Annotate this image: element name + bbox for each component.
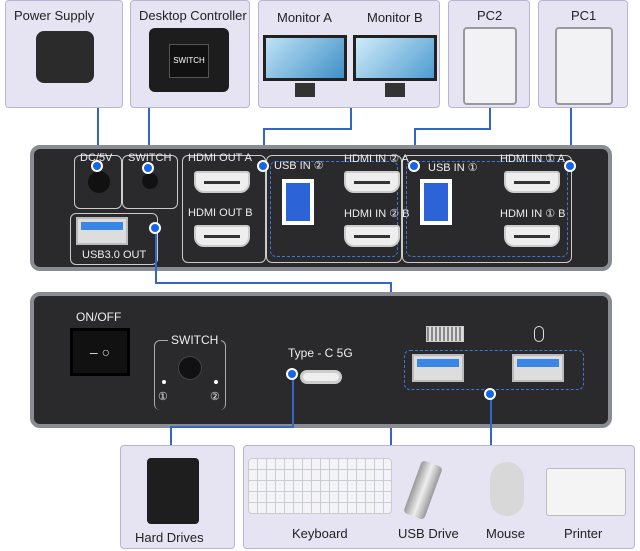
pc2-icon [463,27,517,105]
monitor-b-stand [385,83,405,97]
desktop-controller-card: Desktop Controller SWITCH [130,0,250,108]
typec-port [300,370,342,384]
connector-dot [408,160,420,172]
connector-line [170,426,172,446]
desktop-controller-label: Desktop Controller [139,8,247,23]
keyboard-label: Keyboard [292,526,348,541]
typec-label: Type - C 5G [288,346,353,360]
power-adapter-icon [36,31,94,83]
monitor-a-stand [295,83,315,97]
hdmi-in-1b-port [504,225,560,247]
dc-jack [88,171,110,193]
printer-image [546,468,626,516]
connector-dot [142,162,154,174]
hdmi-in-1a-port [504,171,560,193]
connector-line [570,108,572,166]
hdmi-out-a-port [194,171,250,193]
usb30-out-label: USB3.0 OUT [82,249,147,261]
dc-group [74,155,122,209]
connector-dot [257,160,269,172]
led-2 [214,380,218,384]
hdmi-out-b-port [194,225,250,247]
controller-switch-button: SWITCH [169,44,209,78]
connector-line [350,108,352,130]
hard-drives-card: Hard Drives [120,445,235,549]
led-1-label: ① [158,391,168,403]
pc2-label: PC2 [477,8,503,23]
hard-drives-label: Hard Drives [135,530,204,545]
printer-label: Printer [564,526,603,541]
connector-dot [91,160,103,172]
dc-label: DC/5V [80,152,113,164]
usb-in-2-label: USB IN ② [274,160,324,172]
connector-dot [149,222,161,234]
usb-in-1-port [420,179,452,225]
monitor-b-icon [353,35,437,81]
pc1-label: PC1 [571,8,597,23]
pc1-card: PC1 [538,0,628,108]
on-off-label: ON/OFF [76,310,122,324]
mouse-icon [534,326,544,342]
pc1-input-group [402,155,572,263]
connector-line [155,234,157,284]
kvm-rear-panel: DC/5V SWITCH USB3.0 OUT HDMI OUT A HDMI … [30,145,612,271]
usb30-out-port [76,217,128,245]
power-switch[interactable]: – ○ [70,328,130,376]
power-supply-label: Power Supply [14,8,95,23]
hdmi-out-group [182,155,266,263]
kvm-front-panel: ON/OFF – ○ SWITCH ① ② Type - C 5G [30,292,612,428]
pc2-input-group [266,155,402,263]
monitors-card: Monitor A Monitor B [258,0,440,108]
peripherals-card: Keyboard USB Drive Mouse Printer [243,445,635,549]
connector-dot [564,160,576,172]
usb-a-port-mouse [512,354,564,382]
usb-a-port-keyboard [412,354,464,382]
switch-group [122,155,178,209]
usb-in-2-port [282,179,314,225]
switch-button[interactable] [178,356,202,380]
hard-drive-icon [147,458,199,524]
connector-line [155,282,391,284]
usb-drive-label: USB Drive [398,526,459,541]
pc2-dashed-outline [270,161,398,257]
connector-line [148,108,150,166]
pc2-card: PC2 [448,0,530,108]
hdmi-in-2b-label: HDMI IN ② B [344,208,410,220]
usb-out-group [70,213,158,265]
connector-line [292,380,294,428]
hdmi-out-b-label: HDMI OUT B [188,207,253,219]
hdmi-in-2a-port [344,171,400,193]
mouse-image [490,462,524,516]
connector-line [97,108,99,166]
pc1-dashed-outline [406,161,568,257]
switch-port-label: SWITCH [128,152,172,164]
controller-icon: SWITCH [149,28,229,92]
connector-line [414,128,490,130]
hdmi-in-1b-label: HDMI IN ① B [500,208,566,220]
switch-label: SWITCH [168,333,222,347]
hdmi-in-2b-port [344,225,400,247]
switch-jack [142,173,158,189]
usb-drive-image [403,459,443,521]
power-supply-card: Power Supply [5,0,123,108]
pc1-icon [555,27,613,105]
led-1 [162,380,166,384]
connector-line [490,400,492,447]
connector-line [263,128,351,130]
led-2-label: ② [210,391,220,403]
usb-in-1-label: USB IN ① [428,162,478,174]
connector-line [489,108,491,130]
monitor-b-label: Monitor B [367,10,423,25]
monitor-a-icon [263,35,347,81]
keyboard-icon [426,326,464,342]
monitor-a-label: Monitor A [277,10,332,25]
mouse-label: Mouse [486,526,526,541]
connector-dot [484,388,496,400]
keyboard-image [248,458,392,514]
hdmi-in-2a-label: HDMI IN ② A [344,153,409,165]
connector-line [170,426,294,428]
hdmi-in-1a-label: HDMI IN ① A [500,153,565,165]
connector-dot [286,368,298,380]
hdmi-out-a-label: HDMI OUT A [188,152,252,164]
